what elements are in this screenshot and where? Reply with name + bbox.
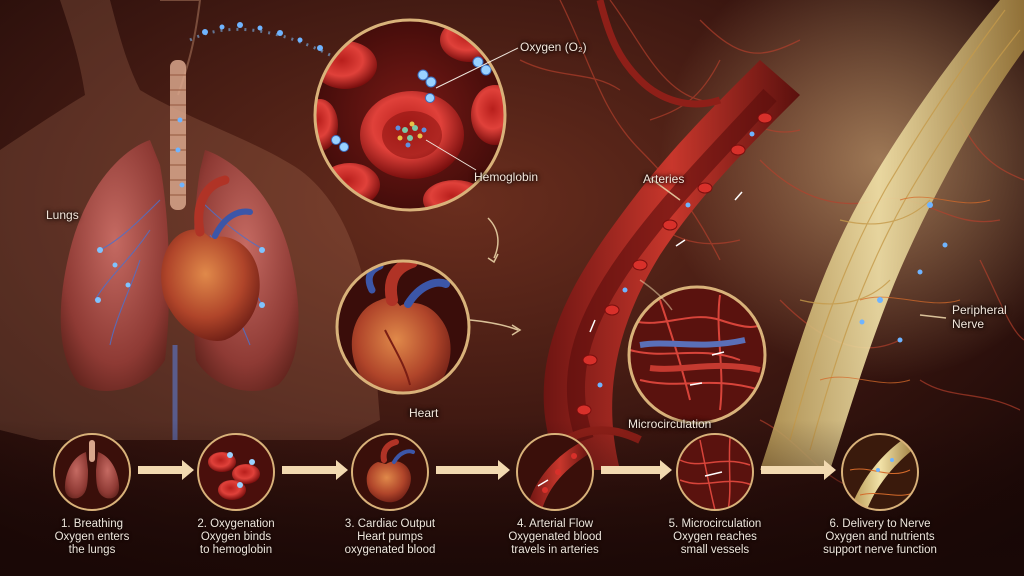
- lungs-label: Lungs: [46, 208, 79, 222]
- step-icon-oxygenation: [197, 433, 275, 511]
- microcirculation-magnifier: [627, 285, 767, 425]
- oxygen-label: Oxygen (O₂): [520, 40, 587, 54]
- step-1-caption: 1. Breathing Oxygen enters the lungs: [22, 518, 162, 557]
- step-icon-artery: [516, 433, 594, 511]
- step-2-caption: 2. Oxygenation Oxygen binds to hemoglobi…: [166, 518, 306, 557]
- step-title: 5. Microcirculation: [668, 518, 762, 530]
- step-line: Oxygenated blood: [508, 531, 602, 543]
- oxygen-stream: [175, 22, 331, 188]
- heart-illustration: [161, 175, 260, 440]
- peripheral-nerve-label: Peripheral Nerve: [952, 303, 1007, 331]
- step-line: Heart pumps: [357, 531, 423, 543]
- heart-label: Heart: [409, 406, 439, 420]
- step-title: 6. Delivery to Nerve: [829, 518, 931, 530]
- step-line: Oxygen reaches: [673, 531, 757, 543]
- step-arrows: [138, 460, 836, 480]
- heart-magnifier: [335, 259, 471, 395]
- step-5-caption: 5. Microcirculation Oxygen reaches small…: [645, 518, 785, 557]
- peripheral-nerve-label-line1: Peripheral: [952, 303, 1007, 317]
- step-line: small vessels: [680, 544, 750, 556]
- step-title: 2. Oxygenation: [197, 518, 275, 530]
- peripheral-nerve-label-line2: Nerve: [952, 317, 985, 331]
- step-title: 4. Arterial Flow: [516, 518, 594, 530]
- trachea: [170, 60, 186, 210]
- step-line: oxygenated blood: [344, 544, 436, 556]
- nerve-illustration: [760, 0, 1024, 470]
- step-3-caption: 3. Cardiac Output Heart pumps oxygenated…: [320, 518, 460, 557]
- step-6-caption: 6. Delivery to Nerve Oxygen and nutrient…: [810, 518, 950, 557]
- step-line: Oxygen enters: [54, 531, 130, 543]
- step-title: 3. Cardiac Output: [344, 518, 436, 530]
- step-icon-microcirculation: [676, 433, 754, 511]
- step-icon-nerve: [841, 433, 919, 511]
- step-line: the lungs: [68, 544, 116, 556]
- step-title: 1. Breathing: [60, 518, 123, 530]
- step-icon-lungs: [53, 433, 131, 511]
- step-line: support nerve function: [823, 544, 937, 556]
- step-line: Oxygen and nutrients: [825, 531, 935, 543]
- step-icon-heart: [351, 433, 429, 511]
- arteries-label: Arteries: [643, 172, 685, 186]
- microcirculation-label: Microcirculation: [628, 417, 712, 431]
- step-line: to hemoglobin: [199, 544, 273, 556]
- step-4-caption: 4. Arterial Flow Oxygenated blood travel…: [485, 518, 625, 557]
- step-line: Oxygen binds: [200, 531, 272, 543]
- hemoglobin-label: Hemoglobin: [474, 170, 539, 184]
- step-line: travels in arteries: [511, 544, 599, 556]
